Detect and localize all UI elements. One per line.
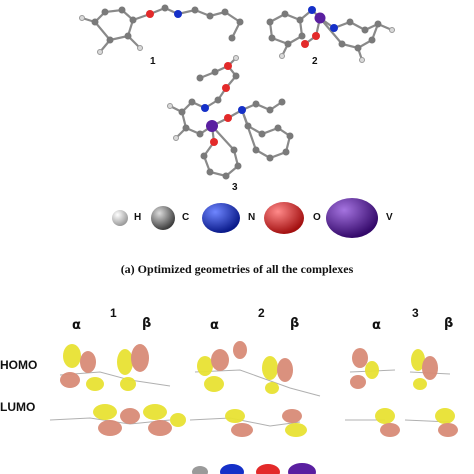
spin-beta-label-3: β	[444, 316, 454, 331]
spin-alpha-label-3: α	[372, 318, 381, 333]
row-label-lumo: LUMO	[0, 400, 36, 414]
complex-label-1: 1	[150, 56, 156, 67]
lumo-orbital-lobes	[93, 404, 458, 437]
legend-label-v: V	[386, 212, 393, 223]
carbon-sphere-icon	[151, 206, 175, 230]
legend-label-c: C	[182, 212, 190, 223]
orbital-column-label-2: 2	[258, 306, 265, 320]
orbital-column-label-1: 1	[110, 306, 117, 320]
homo-orbital-lobes	[60, 341, 438, 394]
row-label-homo: HOMO	[0, 358, 38, 372]
spin-beta-label-2: β	[290, 316, 300, 331]
vanadium-sphere-icon	[326, 198, 378, 238]
complex-label-2: 2	[312, 56, 318, 67]
complex-label-3: 3	[232, 182, 238, 193]
spin-alpha-label-1: α	[72, 318, 81, 333]
legend-label-o: O	[313, 212, 321, 223]
nitrogen-sphere-icon	[202, 203, 240, 233]
spin-alpha-label-2: α	[210, 318, 219, 333]
oxygen-sphere-icon	[264, 202, 304, 234]
orbital-column-label-3: 3	[412, 306, 419, 320]
legend-label-h: H	[134, 212, 142, 223]
hydrogen-sphere-icon	[112, 210, 128, 226]
caption-a: (a) Optimized geometries of all the comp…	[120, 262, 354, 276]
spin-beta-label-1: β	[142, 316, 152, 331]
legend-label-n: N	[248, 212, 256, 223]
